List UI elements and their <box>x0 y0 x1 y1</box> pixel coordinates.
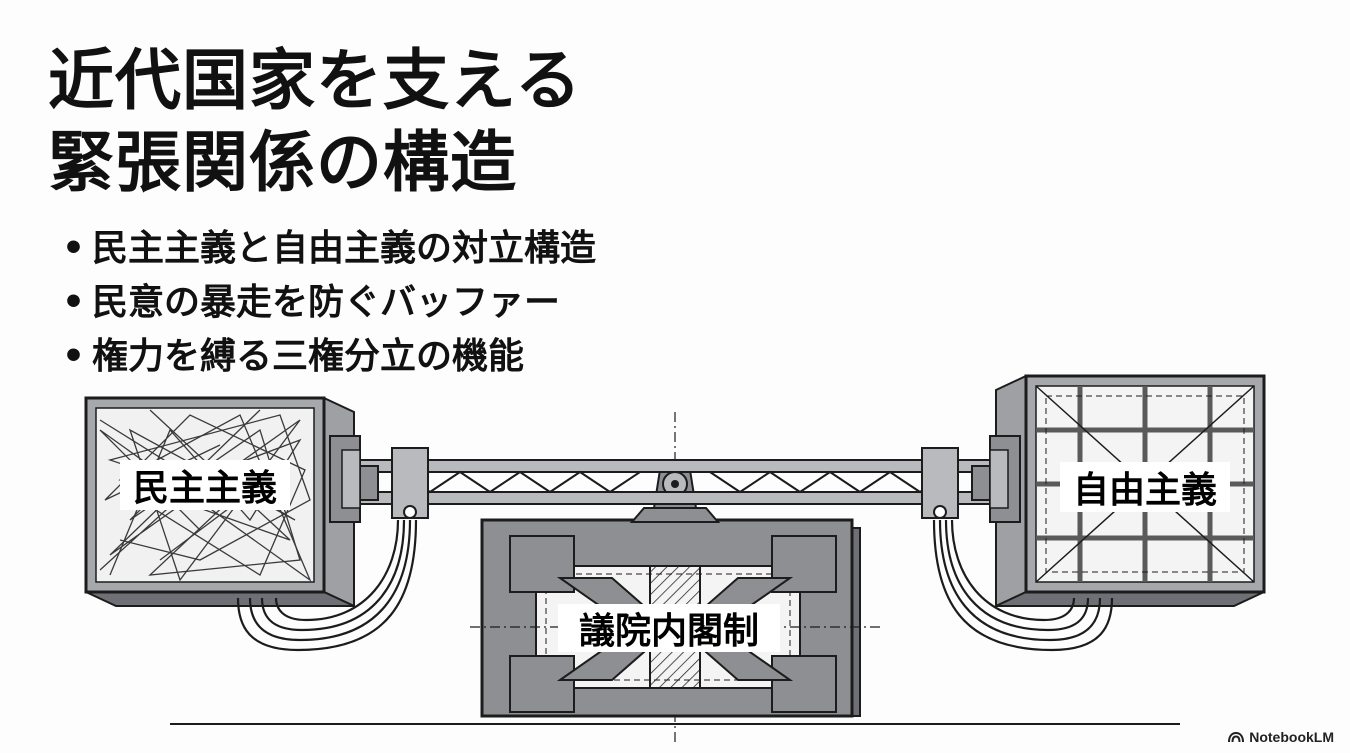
bullet-item: •民意の暴走を防ぐバッファー <box>62 276 596 330</box>
brand-label: NotebookLM <box>1249 729 1334 745</box>
right-box-label: 自由主義 <box>1073 470 1217 511</box>
bullet-marker: • <box>62 228 86 269</box>
bullet-list: •民主主義と自由主義の対立構造 •民意の暴走を防ぐバッファー •権力を縛る三権分… <box>62 222 596 384</box>
notebooklm-logo-icon <box>1228 731 1245 743</box>
bullet-text: 民主主義と自由主義の対立構造 <box>92 228 597 269</box>
slide-title: 近代国家を支える 緊張関係の構造 <box>48 40 748 204</box>
title-line-2: 緊張関係の構造 <box>48 124 517 201</box>
center-frame: 議院内閣制 <box>470 518 880 718</box>
bullet-item: •権力を縛る三権分立の機能 <box>62 330 596 384</box>
bullet-marker: • <box>62 282 86 323</box>
left-box: 民主主義 <box>84 396 418 652</box>
brand-mark: NotebookLM <box>1228 729 1334 745</box>
bullet-text: 民意の暴走を防ぐバッファー <box>92 282 561 323</box>
bullet-text: 権力を縛る三権分立の機能 <box>92 336 525 377</box>
center-label: 議院内閣制 <box>579 611 759 652</box>
bullet-marker: • <box>62 336 86 377</box>
title-line-1: 近代国家を支える <box>48 42 583 119</box>
left-box-label: 民主主義 <box>133 468 277 509</box>
bullet-item: •民主主義と自由主義の対立構造 <box>62 222 596 276</box>
right-box: 自由主義 <box>932 374 1266 652</box>
